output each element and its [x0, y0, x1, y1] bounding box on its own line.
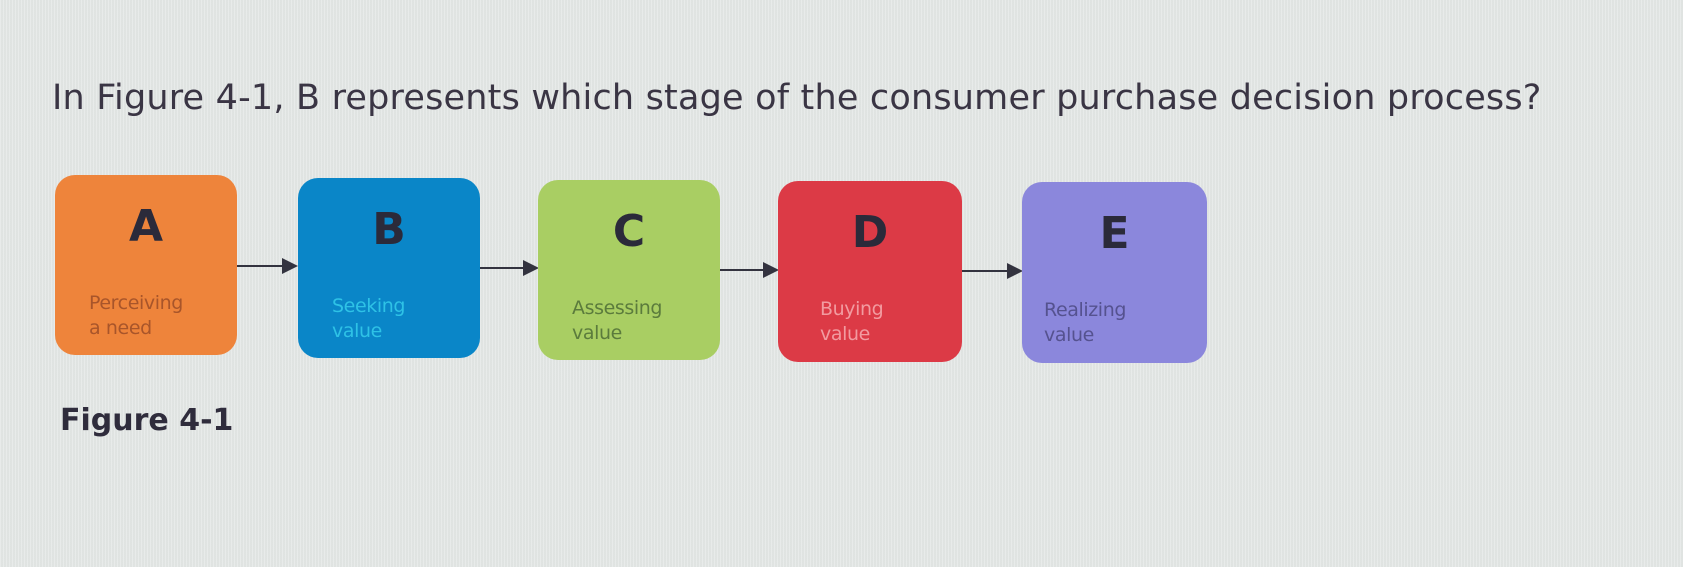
stage-label-line1: Perceiving — [89, 292, 183, 314]
stage-label-line2: value — [1044, 324, 1094, 346]
stage-box-c: C Assessing value — [538, 180, 720, 360]
arrow-icon — [720, 262, 779, 278]
stage-label: Buying value — [820, 297, 884, 347]
stage-label-line2: value — [572, 322, 622, 344]
stage-box-d: D Buying value — [778, 181, 962, 362]
stage-label-line1: Buying — [820, 298, 884, 320]
stage-label-line1: Realizing — [1044, 299, 1126, 321]
stage-label: Realizing value — [1044, 298, 1126, 348]
arrow-icon — [237, 258, 298, 274]
arrow-icon — [962, 263, 1023, 279]
stage-letter: A — [128, 201, 164, 252]
stage-box-a: A Perceiving a need — [55, 175, 237, 355]
question-text: In Figure 4-1, B represents which stage … — [52, 78, 1542, 118]
stage-box-e: E Realizing value — [1022, 182, 1207, 363]
figure-caption: Figure 4-1 — [60, 403, 234, 438]
stage-letter: D — [851, 207, 889, 258]
arrow-icon — [480, 260, 539, 276]
stage-label-line2: a need — [89, 317, 152, 339]
stage-label-line2: value — [332, 320, 382, 342]
stage-letter: B — [372, 204, 406, 255]
stage-letter: E — [1099, 208, 1130, 259]
stage-letter: C — [612, 206, 646, 257]
stage-label-line2: value — [820, 323, 870, 345]
stage-label-line1: Assessing — [572, 297, 663, 319]
stage-label: Assessing value — [572, 296, 662, 346]
stage-label: Seeking value — [332, 294, 405, 344]
stage-box-b: B Seeking value — [298, 178, 480, 358]
stage-label-line1: Seeking — [332, 295, 406, 317]
stage-label: Perceiving a need — [89, 291, 183, 341]
